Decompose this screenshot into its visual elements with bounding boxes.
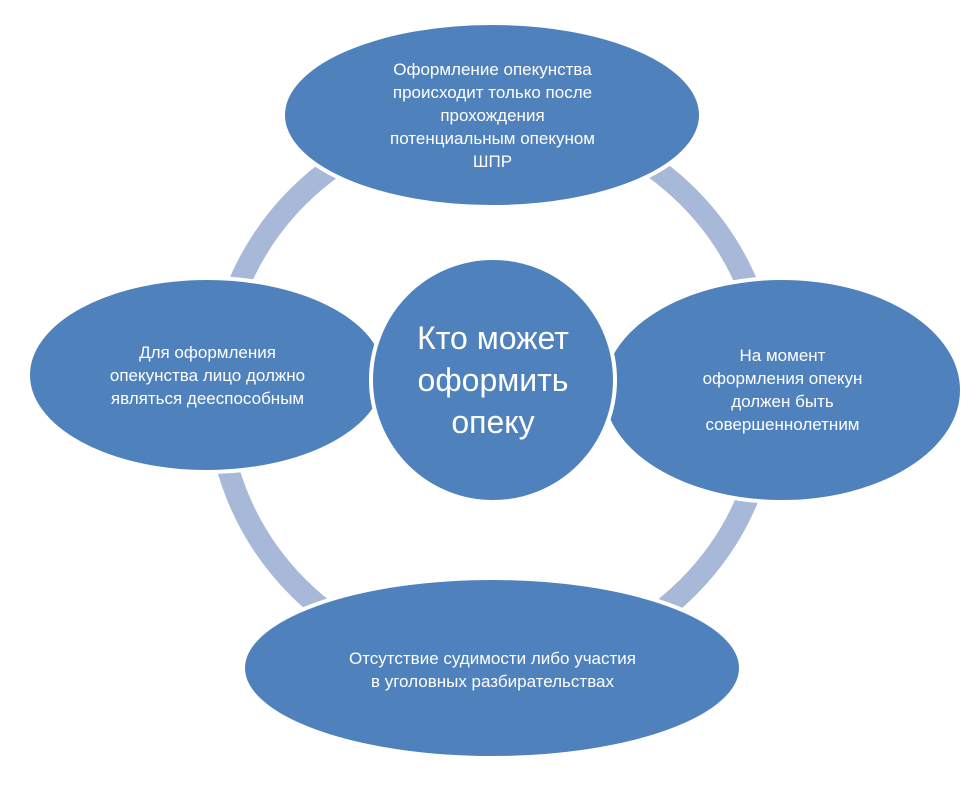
top-node-shape: [281, 21, 703, 209]
top-node-label: Оформление опекунства происходит только …: [390, 59, 595, 171]
center-node-label: Кто может оформить опеку: [417, 320, 569, 440]
left-node-label: Для оформления опекунства лицо должно яв…: [109, 342, 306, 408]
right-node: На момент оформления опекун должен быть …: [625, 290, 940, 490]
bottom-node-shape: [241, 576, 743, 760]
left-node: Для оформления опекунства лицо должно яв…: [50, 290, 365, 460]
center-node: Кто может оформить опеку: [380, 262, 606, 498]
center-node-shape: [369, 256, 617, 504]
right-node-label: На момент оформления опекун должен быть …: [702, 346, 863, 434]
bottom-node: Отсутствие судимости либо участия в угол…: [260, 590, 725, 750]
bottom-node-label: Отсутствие судимости либо участия в угол…: [348, 649, 637, 691]
top-node: Оформление опекунства происходит только …: [300, 30, 685, 200]
